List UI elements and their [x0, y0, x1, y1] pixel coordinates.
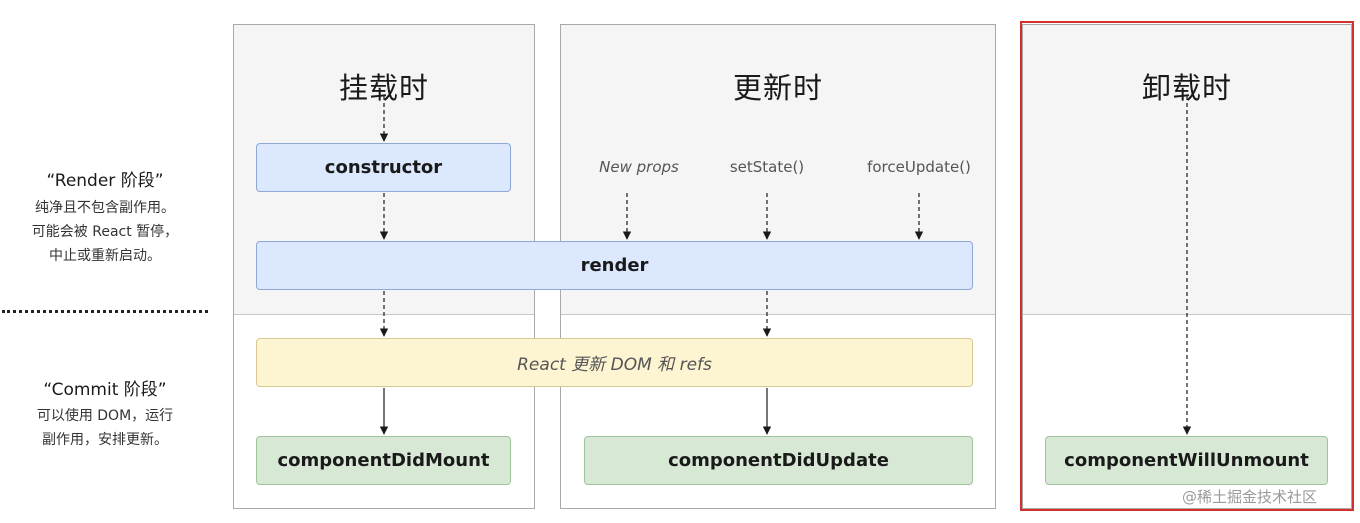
- render-phase-line-3: 中止或重新启动。: [49, 248, 161, 264]
- component-did-update-box: componentDidUpdate: [584, 436, 973, 485]
- watermark: @稀土掘金技术社区: [1182, 488, 1318, 506]
- phase-separator: [2, 310, 208, 313]
- render-phase-title: “Render 阶段”: [46, 171, 164, 191]
- unmount-highlight-frame: [1020, 21, 1354, 511]
- render-phase-line-1: 纯净且不包含副作用。: [35, 200, 175, 216]
- commit-phase-line-1: 可以使用 DOM，运行: [36, 408, 174, 424]
- render-phase-line-2: 可能会被 React 暂停，: [31, 224, 179, 240]
- render-box: render: [256, 241, 973, 290]
- react-update-dom-box: React 更新 DOM 和 refs: [256, 338, 973, 387]
- commit-phase-title: “Commit 阶段”: [43, 380, 167, 400]
- commit-phase-line-2: 副作用，安排更新。: [42, 432, 168, 448]
- component-did-mount-box: componentDidMount: [256, 436, 511, 485]
- trigger-new-props: New props: [599, 158, 679, 176]
- trigger-force-update: forceUpdate(): [867, 158, 971, 176]
- update-column-divider: [561, 314, 995, 315]
- update-column-title: 更新时: [732, 71, 823, 105]
- component-will-unmount-box: componentWillUnmount: [1045, 436, 1328, 485]
- constructor-box: constructor: [256, 143, 511, 192]
- trigger-set-state: setState(): [729, 158, 805, 176]
